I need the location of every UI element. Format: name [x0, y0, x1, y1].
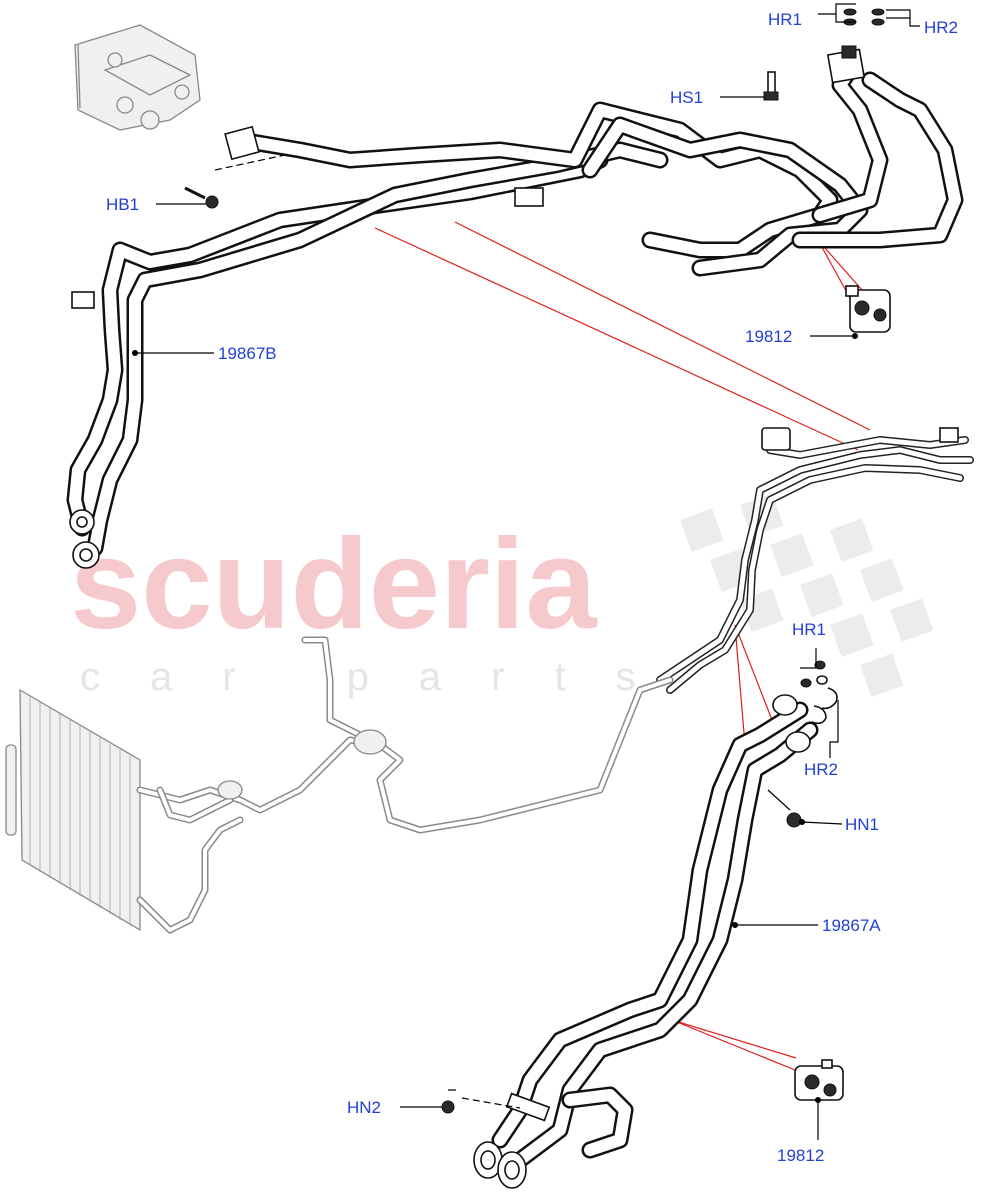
callout-labels: HR1 HR2 HS1 HB1 19867B 19812 HR1 HR2 HN1…: [106, 10, 958, 1165]
callout-hb1: HB1: [106, 195, 139, 214]
condenser-assembly: [5, 636, 674, 934]
reference-line-19867a-b: [734, 624, 773, 721]
hardware-hn1-nut: [767, 789, 802, 828]
condenser-receiver-drier: [5, 744, 17, 836]
pipe-assembly-19867b: [66, 45, 964, 569]
callout-19812-top: 19812: [745, 327, 792, 346]
callout-hn2: HN2: [347, 1098, 381, 1117]
watermark-subtitle-text: car parts: [80, 655, 686, 699]
pipe-mounting-bracket: [514, 187, 544, 207]
reference-lines: [374, 221, 871, 1073]
reference-line-19812-bottom-a: [671, 1019, 801, 1073]
reference-line-19867b-a: [374, 227, 859, 451]
reference-line-19867b-b: [454, 221, 871, 431]
watermark-checker-flag: [679, 493, 934, 697]
hardware-hs1-stud: [763, 71, 779, 101]
reference-line-19812-top-b: [817, 239, 851, 299]
pipe-bracket-lower: [505, 1092, 551, 1122]
callout-hr1-top: HR1: [768, 10, 802, 29]
hb1-assembly-dash: [214, 154, 286, 171]
watermark: scuderia car parts: [70, 493, 934, 699]
pipe-end-fitting-top: [772, 694, 798, 716]
harness-connector-block: [761, 427, 791, 451]
harness-end-fitting: [939, 427, 959, 443]
callout-leaders: [132, 3, 920, 1140]
grey-valve-fitting: [353, 729, 387, 755]
pipe-bracket-clip: [71, 291, 95, 309]
leader-hn1: [801, 821, 843, 825]
callout-hs1: HS1: [670, 88, 703, 107]
hardware-hr-mid: [800, 660, 838, 725]
ac-harness-lines: [656, 427, 974, 694]
reference-line-19812-bottom-b: [671, 1019, 797, 1059]
clip-19812-bottom: [794, 1059, 844, 1101]
reference-line-19867a-a: [734, 624, 746, 746]
watermark-brand-text: scuderia: [70, 513, 597, 656]
leader-hr1-top-a: [818, 3, 856, 15]
leader-hr1-mid: [800, 648, 817, 669]
callout-hr2-mid: HR2: [804, 760, 838, 779]
callout-hn1: HN1: [845, 815, 879, 834]
hardware-hb1-bolt: [184, 186, 219, 209]
ac-pump-block: [74, 24, 201, 131]
callout-hr2-top: HR2: [924, 18, 958, 37]
leader-hr2-mid: [829, 700, 839, 758]
callout-19812-bottom: 19812: [777, 1146, 824, 1165]
hn2-assembly-dash: [461, 1097, 521, 1109]
hardware-hn2-nut: [441, 1089, 456, 1114]
clip-19812-top: [845, 285, 891, 333]
callout-hr1-mid: HR1: [792, 620, 826, 639]
pump-connector-flange: [224, 125, 260, 161]
pipe-assembly-19867a: [473, 694, 819, 1189]
callout-19867b: 19867B: [218, 344, 277, 363]
callout-19867a: 19867A: [822, 916, 881, 935]
leader-hr1-top-b: [835, 14, 856, 23]
